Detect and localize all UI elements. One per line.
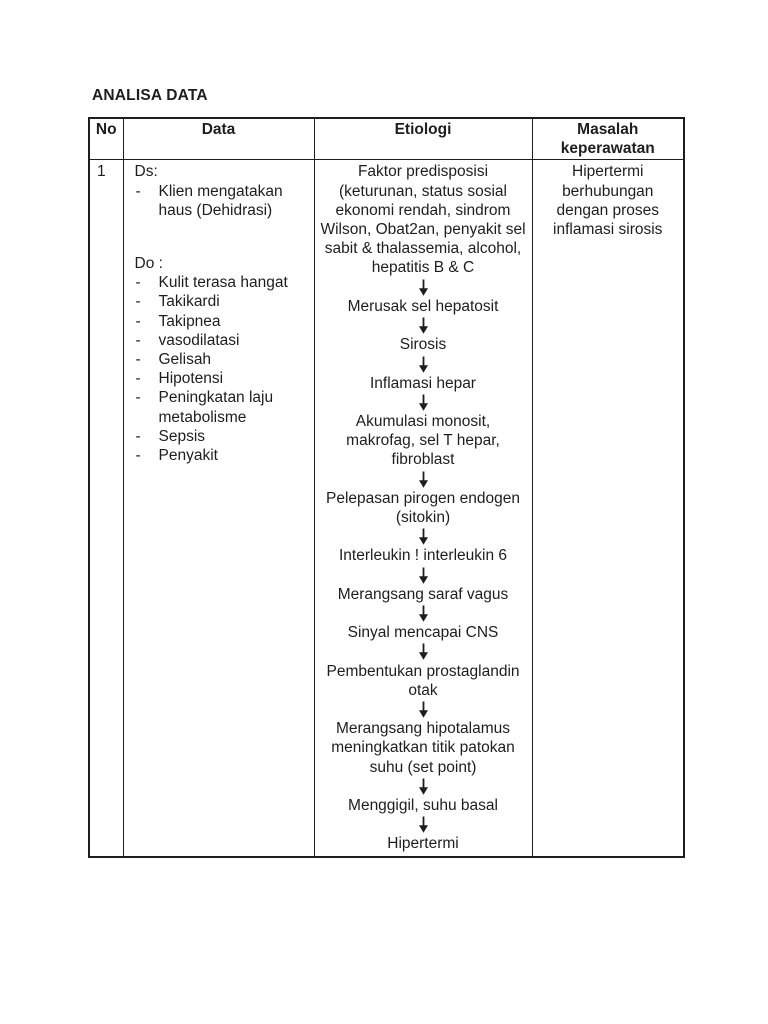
down-arrow-icon [320, 527, 527, 546]
header-row: No Data Etiologi Masalah keperawatan [88, 117, 685, 161]
bullet-dash: - [135, 182, 141, 200]
bullet-dash: - [135, 427, 141, 445]
down-arrow-icon [320, 354, 527, 373]
header-masalah-keperawatan: Masalah keperawatan [531, 117, 685, 161]
list-item-text: Penyakit [158, 447, 218, 465]
flow-step: Akumulasi monosit, makrofag, sel T hepar… [320, 412, 527, 489]
bullet-dash: - [135, 293, 141, 311]
bullet-dash: - [135, 447, 141, 465]
down-arrow-icon [320, 316, 527, 335]
list-item-text: Peningkatan laju metabolisme [158, 389, 274, 426]
flow-step: Interleukin ! interleukin 6 [320, 546, 527, 584]
flow-step: Pembentukan prostaglandin otak [320, 662, 527, 720]
down-arrow-icon [320, 642, 527, 661]
flow-step-text: Merangsang saraf vagus [337, 585, 509, 603]
flow-step-text: Interleukin ! interleukin 6 [338, 547, 507, 565]
flow-step-text: Akumulasi monosit, makrofag, sel T hepar… [346, 412, 500, 469]
flow-step: Hipertermi [320, 834, 527, 853]
header-no: No [88, 117, 124, 161]
do-list: - Kulit terasa hangat - Takikardi - [135, 273, 308, 465]
flow-step: Merusak sel hepatosit [320, 297, 527, 335]
flow-step-text: Faktor predisposisi (keturunan, status s… [320, 163, 526, 277]
flow-step: Faktor predisposisi (keturunan, status s… [320, 162, 527, 296]
document-title: ANALISA DATA [92, 87, 208, 104]
down-arrow-icon [320, 700, 527, 719]
list-item: - Penyakit [135, 446, 308, 465]
flow-step-text: Menggigil, suhu basal [348, 796, 498, 814]
list-item-text: Sepsis [158, 427, 206, 445]
bullet-dash: - [135, 331, 141, 349]
list-item-text: Klien mengatakan haus (Dehidrasi) [158, 182, 283, 219]
list-item-text: Takikardi [158, 293, 220, 311]
bullet-dash: - [135, 370, 141, 388]
down-arrow-icon [320, 278, 527, 297]
list-item: - Hipotensi [135, 369, 308, 388]
flow-step-text: Hipertermi [387, 835, 459, 853]
list-item: - Takikardi [135, 292, 308, 311]
list-item-text: Hipotensi [158, 370, 224, 388]
analisa-data-table: No Data Etiologi Masalah keperawatan 1 D… [88, 117, 685, 858]
down-arrow-icon [320, 604, 527, 623]
list-item-text: vasodilatasi [158, 331, 240, 349]
bullet-dash: - [135, 351, 141, 369]
do-label: Do : [134, 255, 163, 273]
bullet-dash: - [135, 274, 141, 292]
ds-label: Ds: [134, 163, 158, 181]
flow-step: Pelepasan pirogen endogen (sitokin) [320, 489, 527, 547]
flow-step-text: Sinyal mencapai CNS [347, 624, 499, 642]
flow-step-text: Merangsang hipotalamus meningkatkan titi… [331, 720, 515, 776]
list-item-text: Kulit terasa hangat [158, 274, 288, 292]
flow-step: Inflamasi hepar [320, 374, 527, 412]
cell-data: Ds: - Klien mengatakan haus (Dehidrasi) … [122, 159, 315, 858]
etiologi-flowchart: Faktor predisposisi (keturunan, status s… [320, 162, 527, 853]
list-item-text: Takipnea [158, 312, 221, 330]
list-item: - Takipnea [135, 312, 308, 331]
list-item: - Klien mengatakan haus (Dehidrasi) [135, 182, 308, 220]
down-arrow-icon [320, 470, 527, 489]
flow-step-text: Pelepasan pirogen endogen (sitokin) [326, 489, 520, 526]
bullet-dash: - [135, 312, 141, 330]
down-arrow-icon [320, 777, 527, 796]
header-etiologi: Etiologi [313, 117, 533, 161]
list-item: - Peningkatan laju metabolisme [135, 388, 308, 426]
masalah-text: Hipertermi berhubungan dengan proses inf… [553, 163, 663, 239]
list-item-text: Gelisah [158, 351, 212, 369]
bullet-dash: - [135, 389, 141, 407]
list-item: - Kulit terasa hangat [135, 273, 308, 292]
cell-etiologi: Faktor predisposisi (keturunan, status s… [313, 159, 533, 858]
down-arrow-icon [320, 566, 527, 585]
cell-masalah-keperawatan: Hipertermi berhubungan dengan proses inf… [531, 159, 685, 858]
flow-step: Merangsang saraf vagus [320, 585, 527, 623]
list-item: - Sepsis [135, 427, 308, 446]
header-data: Data [122, 117, 315, 161]
ds-list: - Klien mengatakan haus (Dehidrasi) [135, 182, 308, 220]
flow-step: Sirosis [320, 335, 527, 373]
down-arrow-icon [320, 815, 527, 834]
down-arrow-icon [320, 393, 527, 412]
flow-step-text: Merusak sel hepatosit [347, 297, 499, 315]
flow-step-text: Sirosis [399, 336, 447, 354]
table-row: 1 Ds: - Klien mengatakan haus (Dehidrasi… [88, 159, 685, 858]
flow-step: Menggigil, suhu basal [320, 796, 527, 834]
list-item: - vasodilatasi [135, 331, 308, 350]
list-item: - Gelisah [135, 350, 308, 369]
flow-step-text: Inflamasi hepar [370, 374, 476, 392]
flow-step-text: Pembentukan prostaglandin otak [326, 662, 520, 699]
flow-step: Merangsang hipotalamus meningkatkan titi… [320, 719, 527, 796]
flow-step: Sinyal mencapai CNS [320, 623, 527, 661]
cell-row-number: 1 [88, 159, 124, 858]
